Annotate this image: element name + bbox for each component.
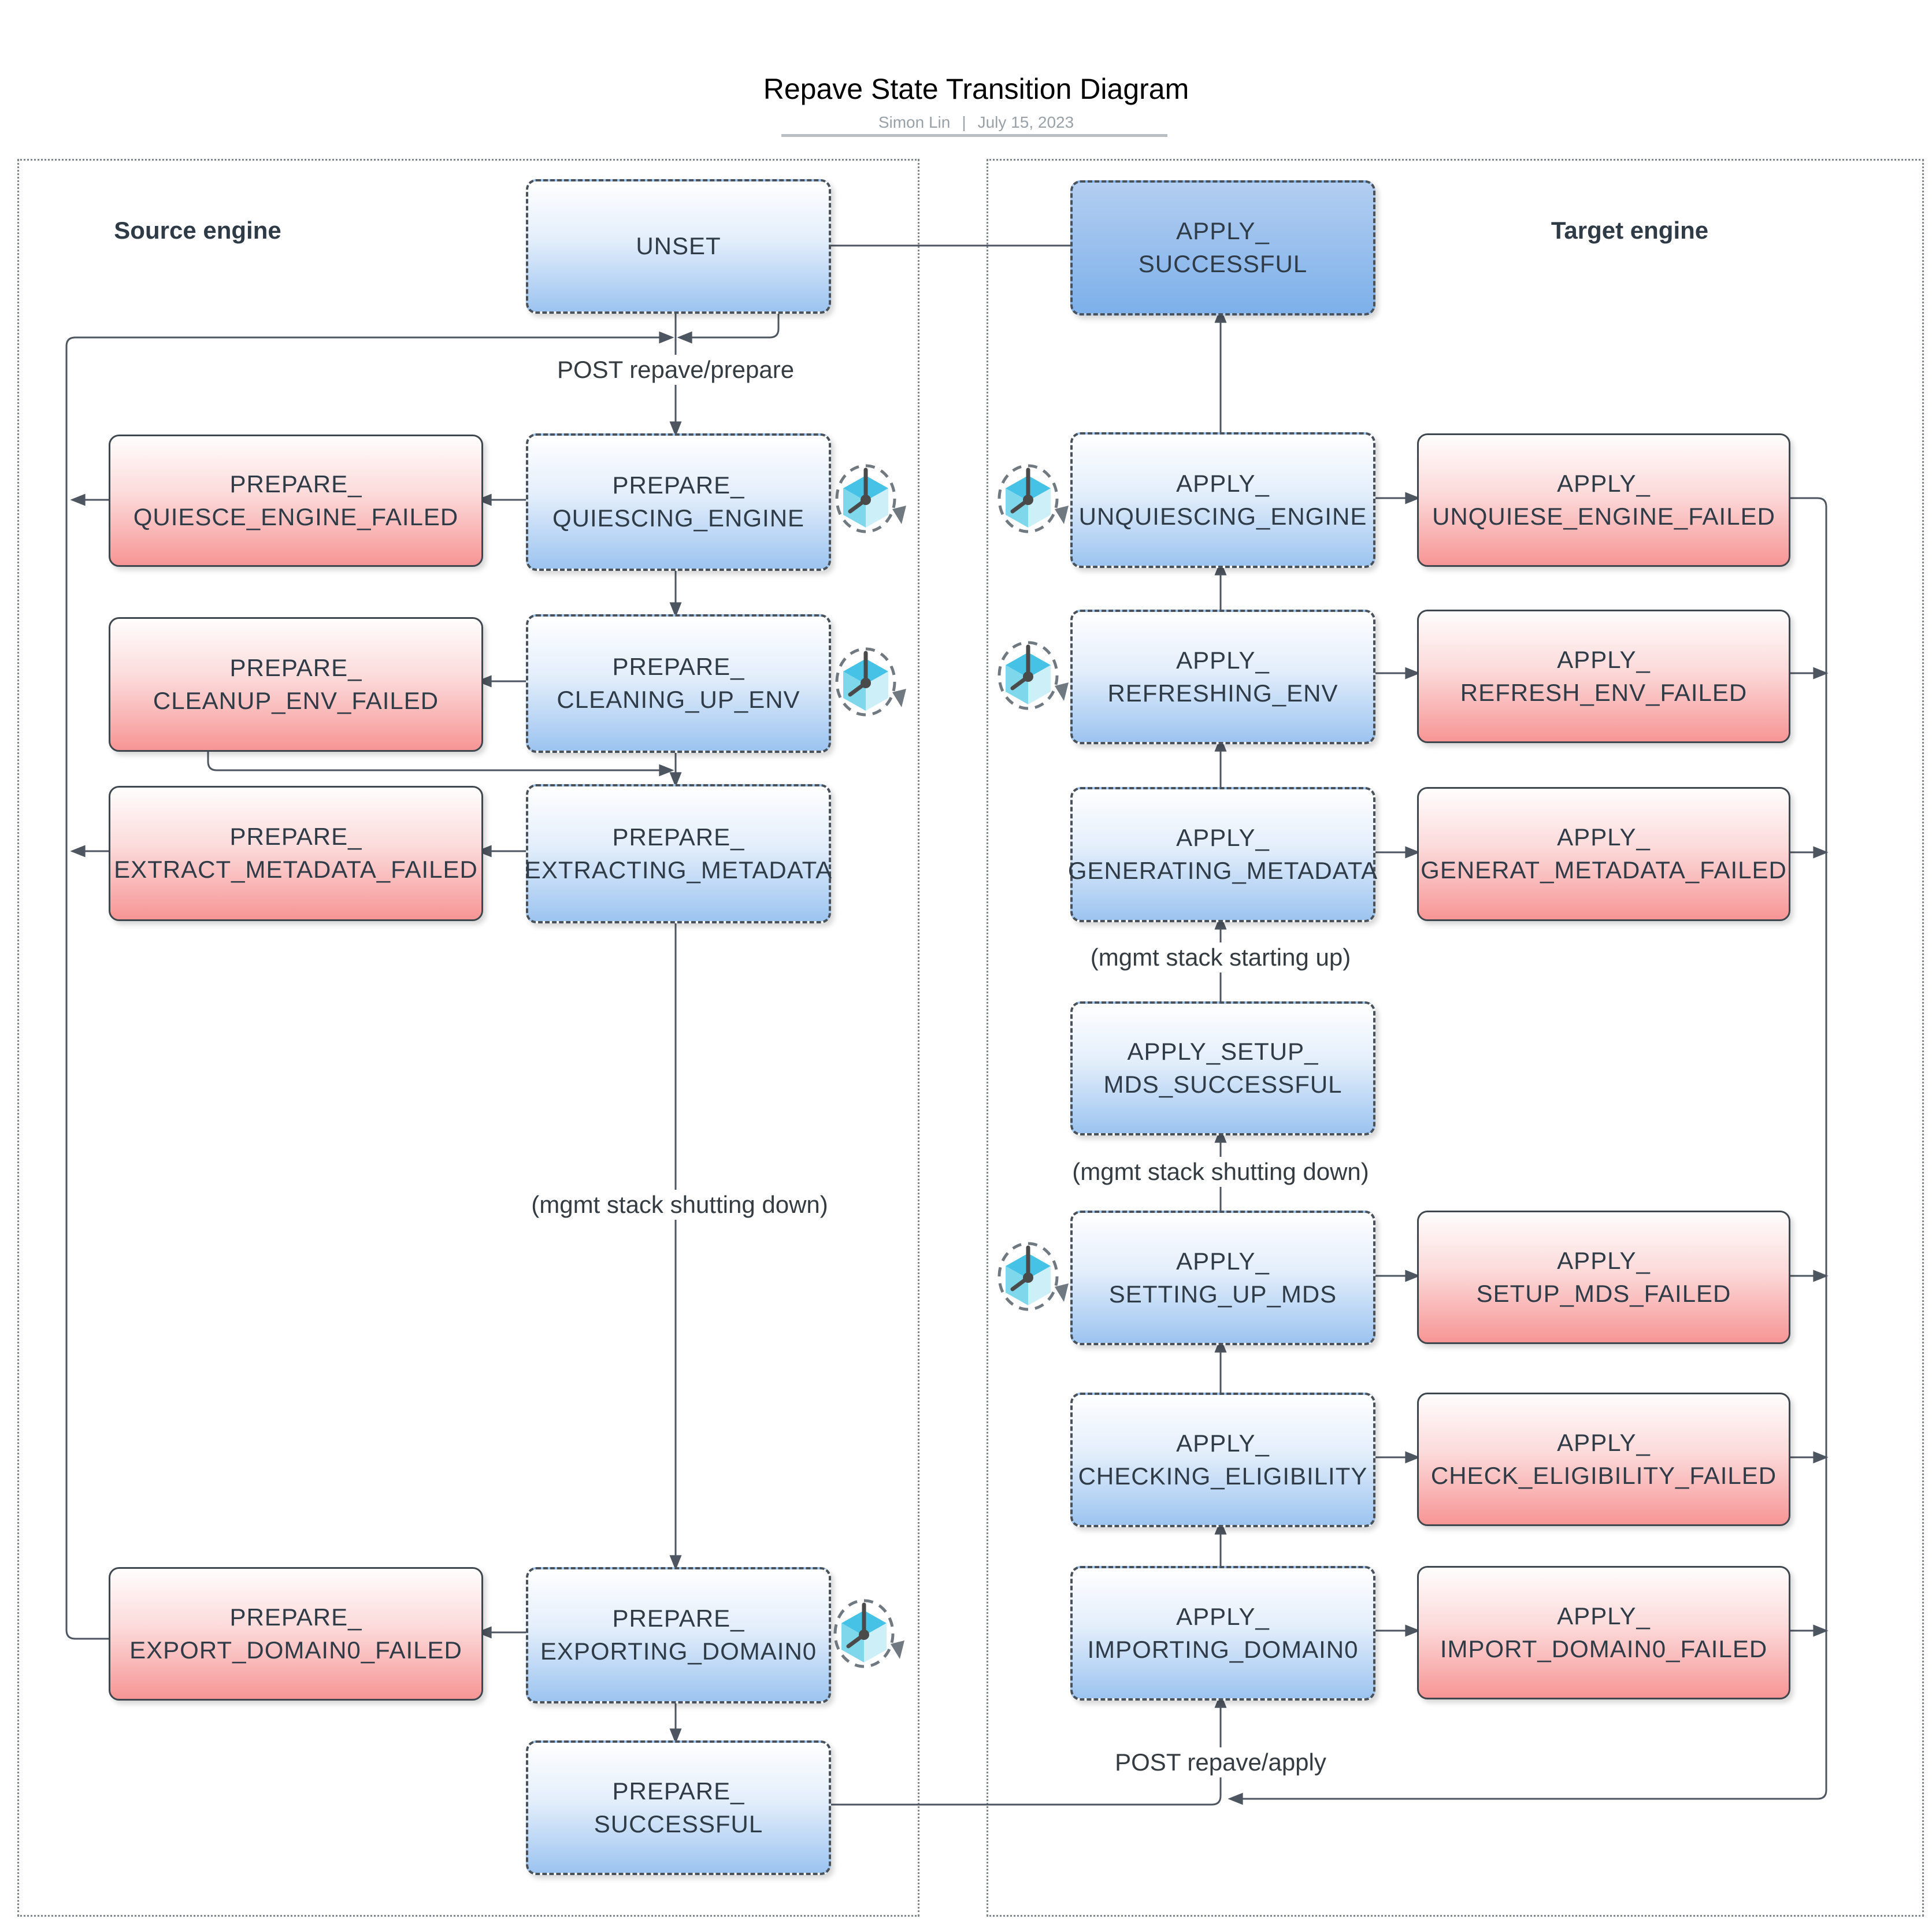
edge-prepare-successful-to-importing bbox=[826, 1692, 1227, 1806]
state-label: PREPARE_ EXTRACT_METADATA_FAILED bbox=[114, 823, 478, 883]
state-apply-setup-mds-failed[interactable]: APPLY_ SETUP_MDS_FAILED bbox=[1417, 1211, 1790, 1344]
state-label: PREPARE_ SUCCESSFUL bbox=[594, 1777, 763, 1838]
state-apply-unquiescing-engine[interactable]: APPLY_ UNQUIESCING_ENGINE bbox=[1070, 432, 1375, 568]
state-label: APPLY_ GENERATING_METADATA bbox=[1067, 824, 1378, 884]
subtitle-divider: | bbox=[962, 113, 966, 131]
state-unset[interactable]: UNSET bbox=[526, 179, 831, 314]
state-apply-generating-metadata[interactable]: APPLY_ GENERATING_METADATA bbox=[1067, 787, 1378, 922]
state-label: PREPARE_ CLEANUP_ENV_FAILED bbox=[153, 654, 439, 714]
state-apply-check-eligibility-failed[interactable]: APPLY_ CHECK_ELIGIBILITY_FAILED bbox=[1417, 1393, 1790, 1526]
state-apply-refreshing-env[interactable]: APPLY_ REFRESHING_ENV bbox=[1070, 610, 1375, 744]
title-underline bbox=[781, 134, 1167, 137]
timer-cube-icon bbox=[830, 1595, 907, 1671]
state-prepare-cleanup-env-failed[interactable]: PREPARE_ CLEANUP_ENV_FAILED bbox=[109, 617, 483, 752]
state-label: UNSET bbox=[636, 232, 721, 260]
state-apply-setting-up-mds[interactable]: APPLY_ SETTING_UP_MDS bbox=[1070, 1211, 1375, 1345]
timer-cube-icon bbox=[832, 644, 908, 719]
state-prepare-export-domain0-failed[interactable]: PREPARE_ EXPORT_DOMAIN0_FAILED bbox=[109, 1567, 483, 1701]
state-label: APPLY_ CHECK_ELIGIBILITY_FAILED bbox=[1430, 1428, 1777, 1489]
source-engine-container bbox=[17, 159, 919, 1917]
state-prepare-exporting-domain0[interactable]: PREPARE_ EXPORTING_DOMAIN0 bbox=[526, 1567, 831, 1703]
state-label: APPLY_SETUP_ MDS_SUCCESSFUL bbox=[1103, 1038, 1343, 1098]
state-label: APPLY_ REFRESHING_ENV bbox=[1107, 646, 1338, 707]
state-label: APPLY_ REFRESH_ENV_FAILED bbox=[1460, 645, 1748, 706]
state-label: PREPARE_ EXPORTING_DOMAIN0 bbox=[540, 1605, 817, 1665]
state-label: APPLY_ UNQUIESE_ENGINE_FAILED bbox=[1432, 469, 1775, 530]
state-apply-generat-metadata-failed[interactable]: APPLY_ GENERAT_METADATA_FAILED bbox=[1417, 787, 1790, 921]
state-label: PREPARE_ CLEANING_UP_ENV bbox=[557, 653, 800, 713]
state-label: APPLY_ GENERAT_METADATA_FAILED bbox=[1421, 823, 1787, 884]
timer-cube-icon bbox=[995, 637, 1071, 712]
author-name: Simon Lin bbox=[878, 113, 951, 131]
state-label: APPLY_ IMPORTING_DOMAIN0 bbox=[1087, 1602, 1359, 1663]
state-label: APPLY_ CHECKING_ELIGIBILITY bbox=[1078, 1429, 1368, 1490]
state-apply-importing-domain0[interactable]: APPLY_ IMPORTING_DOMAIN0 bbox=[1070, 1566, 1375, 1701]
state-apply-unquiese-engine-failed[interactable]: APPLY_ UNQUIESE_ENGINE_FAILED bbox=[1417, 433, 1790, 567]
state-label: PREPARE_ QUIESCE_ENGINE_FAILED bbox=[133, 470, 459, 530]
page-subtitle: Simon Lin | July 15, 2023 bbox=[873, 113, 1080, 132]
state-prepare-quiesce-engine-failed[interactable]: PREPARE_ QUIESCE_ENGINE_FAILED bbox=[109, 435, 483, 567]
timer-cube-icon bbox=[995, 1238, 1071, 1313]
state-apply-checking-eligibility[interactable]: APPLY_ CHECKING_ELIGIBILITY bbox=[1070, 1393, 1375, 1527]
edge-label-post-apply: POST repave/apply bbox=[1108, 1747, 1333, 1777]
state-prepare-extracting-metadata[interactable]: PREPARE_ EXTRACTING_METADATA bbox=[524, 784, 833, 923]
state-apply-setup-mds-successful[interactable]: APPLY_SETUP_ MDS_SUCCESSFUL bbox=[1070, 1001, 1375, 1135]
state-label: APPLY_ IMPORT_DOMAIN0_FAILED bbox=[1440, 1602, 1768, 1662]
state-apply-successful[interactable]: APPLY_ SUCCESSFUL bbox=[1070, 180, 1375, 315]
state-label: APPLY_ SUCCESSFUL bbox=[1138, 217, 1308, 277]
page-title: Repave State Transition Diagram bbox=[763, 73, 1189, 105]
timer-cube-icon bbox=[995, 461, 1071, 536]
edge-left-collector bbox=[65, 331, 674, 1640]
state-label: PREPARE_ QUIESCING_ENGINE bbox=[552, 472, 805, 532]
edge-label-mgmt-shutdown-source: (mgmt stack shutting down) bbox=[524, 1190, 835, 1220]
target-engine-container bbox=[987, 159, 1924, 1917]
state-label: APPLY_ SETUP_MDS_FAILED bbox=[1476, 1246, 1731, 1307]
state-prepare-cleaning-up-env[interactable]: PREPARE_ CLEANING_UP_ENV bbox=[526, 614, 831, 753]
state-label: PREPARE_ EXTRACTING_METADATA bbox=[524, 823, 833, 884]
edge-label-mgmt-shutdown-target: (mgmt stack shutting down) bbox=[1065, 1157, 1376, 1187]
state-label: APPLY_ UNQUIESCING_ENGINE bbox=[1078, 469, 1367, 530]
edge-label-mgmt-startup-target: (mgmt stack starting up) bbox=[1083, 942, 1358, 973]
edge-right-collector bbox=[1228, 497, 1827, 1805]
edge-cleanup-failed-retry bbox=[207, 748, 674, 777]
state-prepare-successful[interactable]: PREPARE_ SUCCESSFUL bbox=[526, 1740, 831, 1875]
source-engine-label: Source engine bbox=[114, 217, 281, 244]
target-engine-label: Target engine bbox=[1551, 217, 1709, 244]
state-prepare-quiescing-engine[interactable]: PREPARE_ QUIESCING_ENGINE bbox=[526, 433, 831, 571]
diagram-date: July 15, 2023 bbox=[977, 113, 1074, 131]
state-prepare-extract-metadata-failed[interactable]: PREPARE_ EXTRACT_METADATA_FAILED bbox=[109, 786, 483, 921]
state-apply-refresh-env-failed[interactable]: APPLY_ REFRESH_ENV_FAILED bbox=[1417, 610, 1790, 743]
state-apply-import-domain0-failed[interactable]: APPLY_ IMPORT_DOMAIN0_FAILED bbox=[1417, 1566, 1790, 1699]
timer-cube-icon bbox=[832, 461, 908, 536]
state-label: APPLY_ SETTING_UP_MDS bbox=[1108, 1247, 1337, 1308]
state-label: PREPARE_ EXPORT_DOMAIN0_FAILED bbox=[129, 1603, 462, 1664]
edge-label-post-prepare: POST repave/prepare bbox=[550, 355, 802, 385]
